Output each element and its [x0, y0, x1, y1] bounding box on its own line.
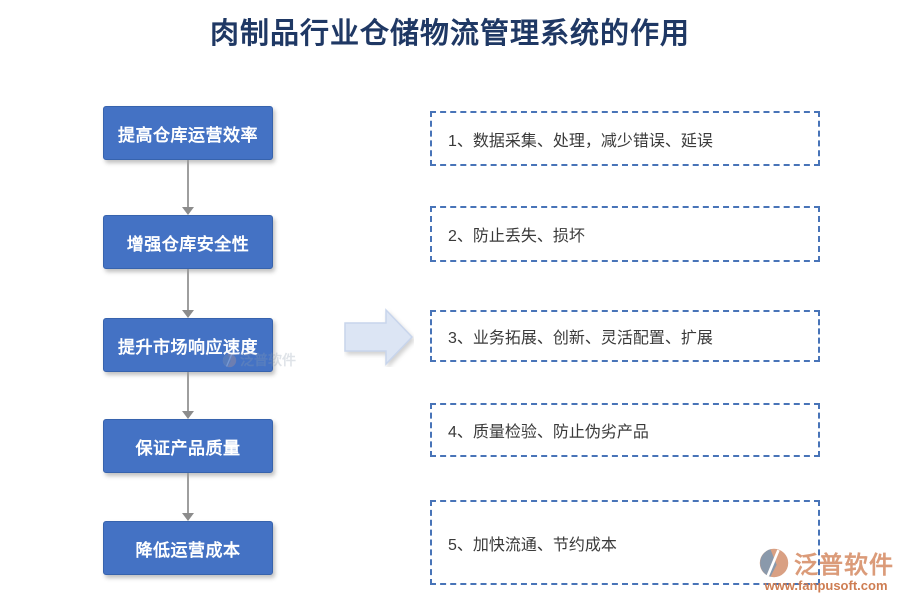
detail-text: 4、质量检验、防止伪劣产品 — [448, 424, 649, 441]
flow-box-market-response: 提升市场响应速度 — [103, 318, 273, 372]
fanpu-logo-icon — [759, 548, 789, 577]
arrowhead-down-icon — [182, 207, 194, 215]
flow-box-improve-efficiency: 提高仓库运营效率 — [103, 106, 273, 160]
down-arrow-connector — [181, 473, 195, 521]
flow-box-label: 降低运营成本 — [135, 540, 241, 560]
connector-line — [187, 473, 189, 513]
flow-box-label: 提高仓库运营效率 — [118, 125, 258, 145]
flow-box-enhance-safety: 增强仓库安全性 — [103, 215, 273, 269]
fanpu-logo-row: 泛普软件 — [758, 545, 894, 580]
connector-line — [187, 372, 189, 411]
down-arrow-connector — [181, 269, 195, 318]
flow-box-label: 保证产品质量 — [135, 438, 241, 458]
flow-box-label: 提升市场响应速度 — [118, 337, 258, 357]
down-arrow-connector — [181, 160, 195, 215]
page-title: 肉制品行业仓储物流管理系统的作用 — [209, 18, 690, 50]
detail-box-1: 1、数据采集、处理，减少错误、延误 — [430, 111, 820, 166]
connector-line — [187, 269, 189, 310]
flow-box-reduce-cost: 降低运营成本 — [103, 521, 273, 575]
logo-name: 泛普软件 — [794, 552, 894, 579]
big-right-arrow-icon — [344, 308, 414, 366]
detail-text: 3、业务拓展、创新、灵活配置、扩展 — [448, 330, 713, 347]
detail-text: 5、加快流通、节约成本 — [448, 536, 617, 554]
detail-text: 2、防止丢失、损坏 — [448, 228, 585, 245]
arrowhead-down-icon — [182, 411, 194, 419]
detail-box-5: 5、加快流通、节约成本 — [430, 500, 820, 585]
arrowhead-down-icon — [182, 513, 194, 521]
down-arrow-connector — [181, 372, 195, 419]
fanpu-logo: 泛普软件 www.fanpusoft.com — [756, 545, 896, 593]
detail-text: 1、数据采集、处理，减少错误、延误 — [448, 132, 713, 150]
detail-box-3: 3、业务拓展、创新、灵活配置、扩展 — [430, 310, 820, 362]
connector-line — [187, 160, 189, 207]
detail-box-4: 4、质量检验、防止伪劣产品 — [430, 403, 820, 457]
detail-box-2: 2、防止丢失、损坏 — [430, 206, 820, 262]
flow-box-product-quality: 保证产品质量 — [103, 419, 273, 473]
logo-url: www.fanpusoft.com — [764, 578, 888, 593]
flow-box-label: 增强仓库安全性 — [126, 234, 250, 254]
arrowhead-down-icon — [182, 310, 194, 318]
